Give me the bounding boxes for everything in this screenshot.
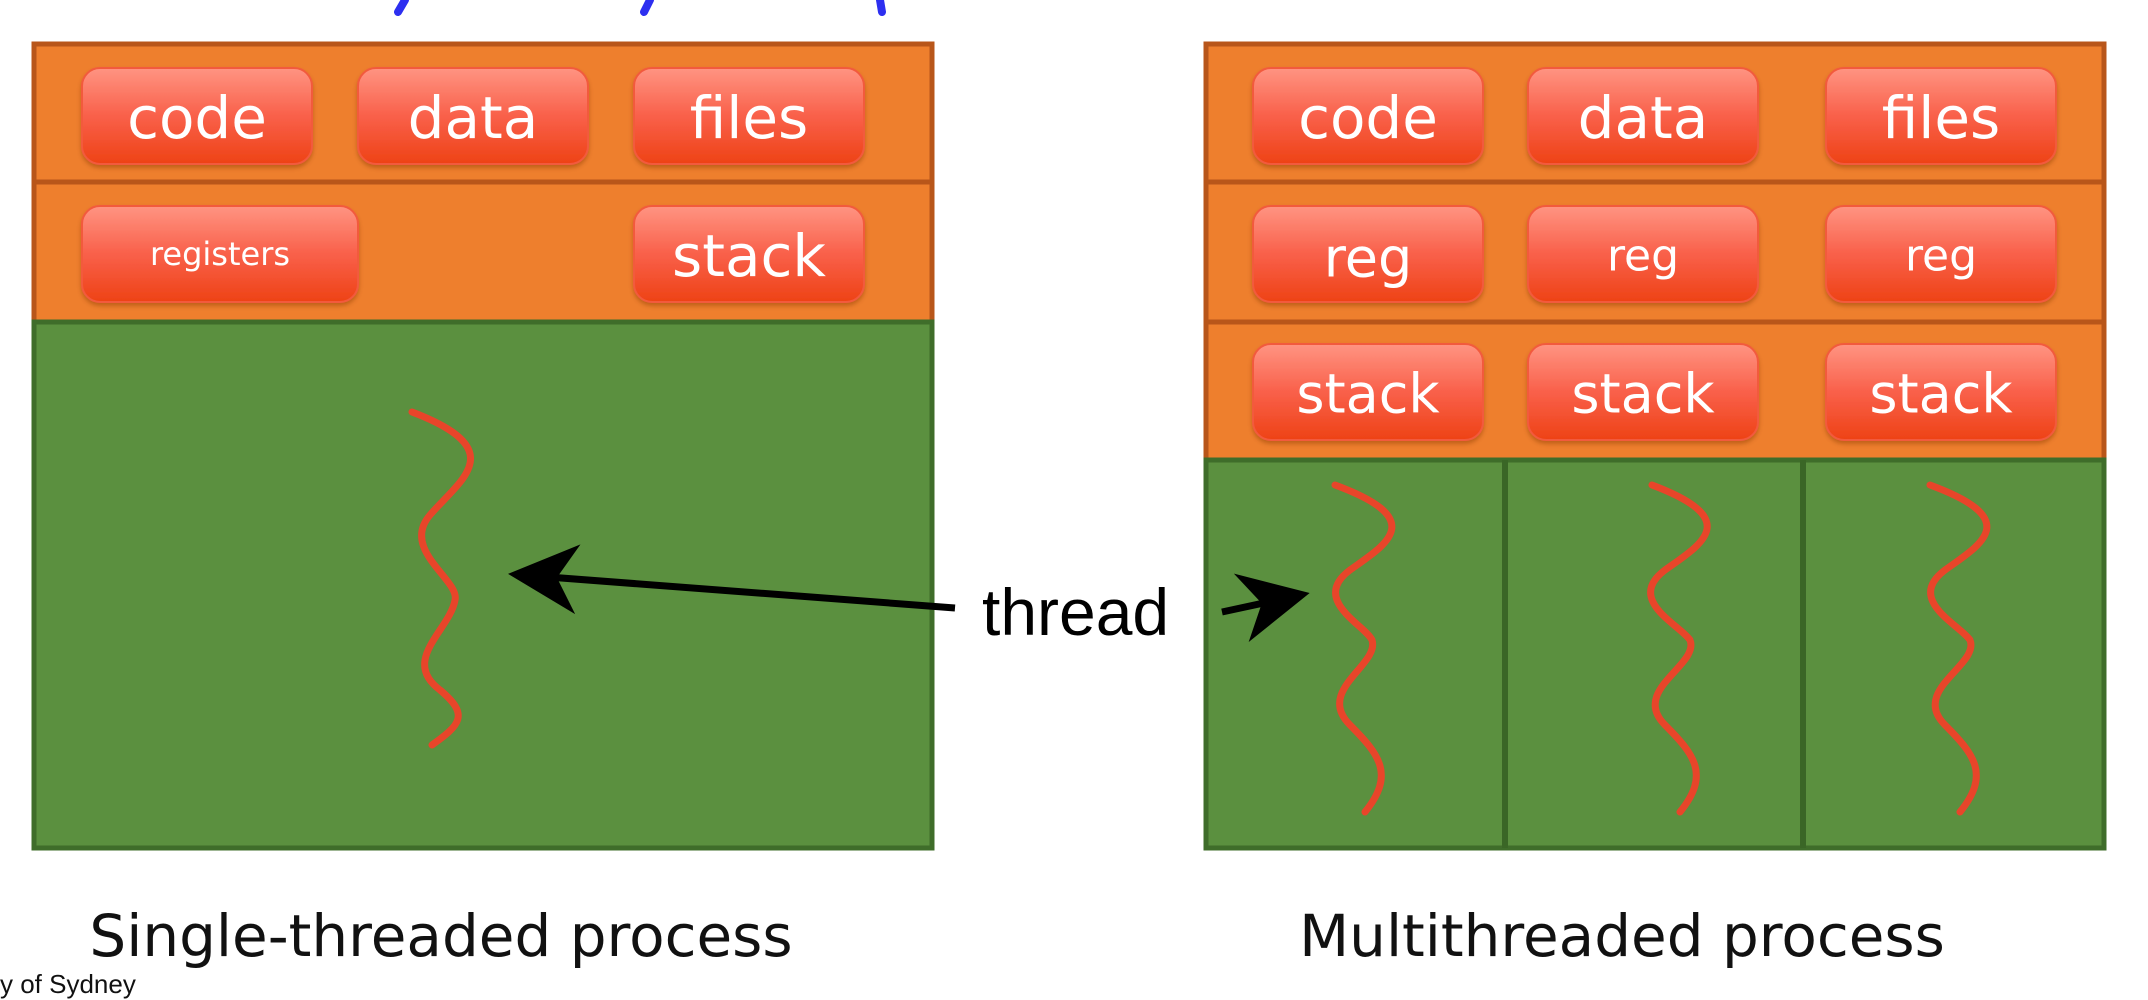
multi-caption: Multithreaded process — [1299, 902, 1945, 970]
stack-box: stack — [1825, 343, 2057, 441]
thread-wave-icon — [1331, 481, 1396, 816]
thread-label: thread — [982, 575, 1169, 649]
thread-wave-icon — [1926, 481, 1991, 816]
single-thread-area — [31, 319, 935, 851]
multi-files-box: files — [1825, 67, 2057, 165]
single-threaded-process: code data files registers stack Single-t… — [31, 41, 935, 970]
files-label: files — [690, 84, 809, 152]
stack-label: stack — [1869, 363, 2013, 426]
multi-files-label: files — [1882, 84, 2001, 152]
reg-box: reg — [1252, 205, 1484, 303]
reg-box: reg — [1825, 205, 2057, 303]
reg-label: reg — [1905, 231, 1977, 282]
multi-code-label: code — [1298, 84, 1438, 152]
data-box: data — [357, 67, 589, 165]
reg-label: reg — [1607, 231, 1679, 282]
multi-thread-area — [1203, 457, 2107, 851]
stack-label: stack — [672, 222, 826, 290]
multithreaded-process: code data files reg reg reg stack — [1203, 41, 2107, 970]
data-label: data — [408, 84, 539, 152]
reg-label: reg — [1324, 227, 1413, 290]
stack-label: stack — [1571, 363, 1715, 426]
multi-data-box: data — [1527, 67, 1759, 165]
footer-text: y of Sydney — [0, 969, 136, 999]
thread-wave-icon — [1647, 481, 1711, 816]
thread-wave-icon — [408, 408, 474, 749]
multi-code-box: code — [1252, 67, 1484, 165]
stack-box: stack — [633, 205, 865, 303]
thread-arrow-left — [508, 544, 956, 615]
registers-label: registers — [150, 235, 290, 273]
files-box: files — [633, 67, 865, 165]
reg-box: reg — [1527, 205, 1759, 303]
thread-annotation: thread — [508, 544, 1310, 649]
thread-arrow-right — [1221, 573, 1310, 643]
registers-box: registers — [81, 205, 359, 303]
stack-box: stack — [1527, 343, 1759, 441]
title-fragment — [394, 0, 886, 16]
multi-data-label: data — [1578, 84, 1709, 152]
code-label: code — [127, 84, 267, 152]
stack-box: stack — [1252, 343, 1484, 441]
code-box: code — [81, 67, 313, 165]
single-caption: Single-threaded process — [89, 902, 792, 970]
stack-label: stack — [1296, 363, 1440, 426]
